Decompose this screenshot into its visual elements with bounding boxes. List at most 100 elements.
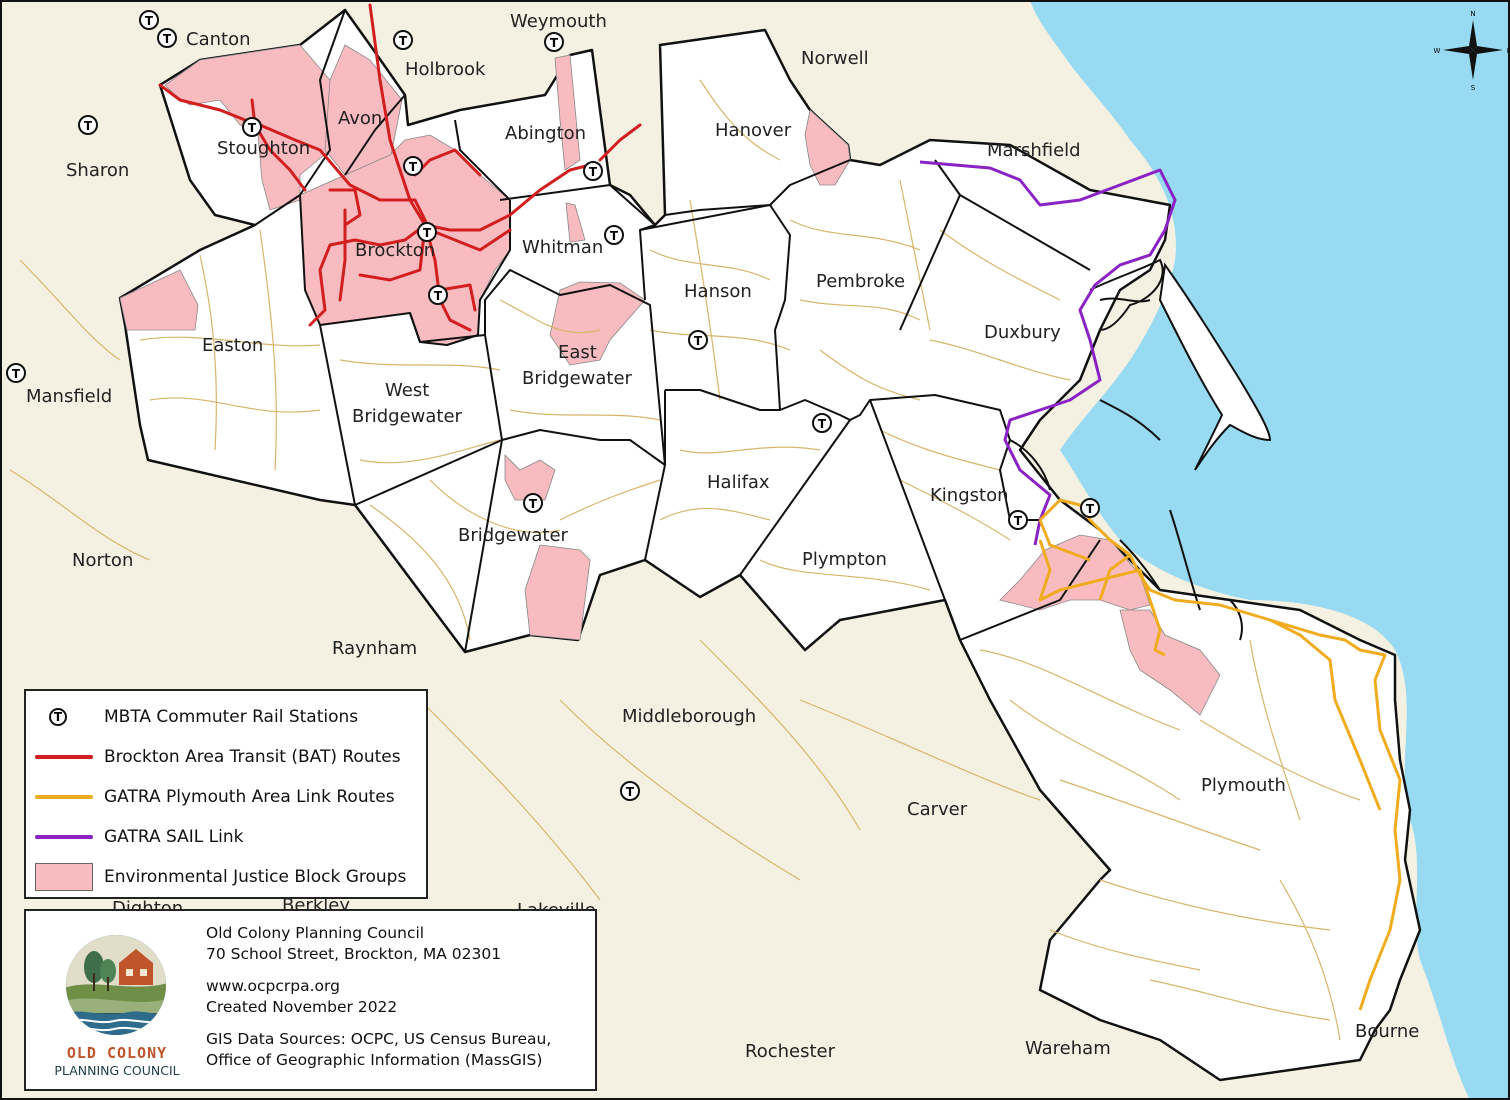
legend-label: Brockton Area Transit (BAT) Routes	[104, 747, 401, 767]
svg-text:S: S	[1471, 84, 1476, 92]
town-label: Easton	[202, 335, 263, 356]
bat-route-swatch	[35, 755, 93, 759]
org-name: Old Colony Planning Council	[206, 924, 425, 942]
svg-text:T: T	[694, 334, 703, 348]
town-label: Whitman	[522, 237, 603, 258]
svg-text:T: T	[248, 121, 257, 135]
logo-title: OLD COLONY	[66, 1044, 168, 1062]
gatra-sail-swatch	[35, 835, 93, 839]
town-label: Sharon	[66, 160, 129, 181]
town-label: Bridgewater	[458, 525, 569, 546]
town-label: Raynham	[332, 638, 417, 659]
ej-bw1	[504, 454, 556, 501]
station-icon: T	[688, 330, 708, 350]
svg-text:T: T	[818, 417, 827, 431]
town-label: East	[558, 342, 597, 363]
duxbury-beach	[1158, 262, 1272, 471]
ej-plymouth1	[999, 534, 1151, 611]
svg-text:T: T	[12, 367, 21, 381]
town-label: Holbrook	[405, 59, 486, 80]
town-label: Marshfield	[987, 140, 1081, 161]
legend-label: GATRA SAIL Link	[104, 827, 244, 847]
station-icon: T	[523, 493, 543, 513]
town-label: Canton	[186, 29, 251, 50]
created-date: Created November 2022	[206, 998, 398, 1016]
legend-label: MBTA Commuter Rail Stations	[104, 707, 359, 727]
compass-rose-icon: N S E W	[1434, 10, 1510, 92]
svg-text:T: T	[610, 229, 619, 243]
station-icon: T	[6, 363, 26, 383]
station-icon: T	[403, 156, 423, 176]
legend-item-gatra-plymouth: GATRA Plymouth Area Link Routes	[26, 782, 395, 812]
town-label: Carver	[907, 799, 968, 820]
ej-whitman	[565, 202, 586, 243]
mbta-station-icon: T	[49, 708, 67, 726]
ej-bw2	[524, 544, 591, 641]
gatra-sail-link	[919, 160, 1177, 546]
ej-hanover	[804, 109, 851, 186]
legend-item-gatra-sail: GATRA SAIL Link	[26, 822, 243, 852]
station-icon: T	[1080, 498, 1100, 518]
svg-text:W: W	[1434, 47, 1441, 55]
town-label: West	[385, 380, 429, 401]
svg-text:T: T	[1014, 514, 1023, 528]
town-label: Kingston	[930, 485, 1009, 506]
station-icon: T	[1008, 510, 1028, 530]
svg-text:T: T	[84, 119, 93, 133]
town-label: Wareham	[1025, 1038, 1111, 1059]
svg-text:T: T	[163, 32, 172, 46]
svg-text:T: T	[145, 14, 154, 28]
svg-text:T: T	[409, 160, 418, 174]
svg-text:T: T	[1086, 502, 1095, 516]
station-icon: T	[242, 117, 262, 137]
town-label: Norton	[72, 550, 133, 571]
town-label: Bridgewater	[352, 406, 463, 427]
town-label: Plympton	[802, 549, 887, 570]
svg-text:T: T	[626, 785, 635, 799]
mbta-stations: T T T T T T T T T T T T T T T T T T	[6, 10, 1100, 801]
station-icon: T	[583, 161, 603, 181]
town-label: Duxbury	[984, 322, 1061, 343]
legend-item-ej: Environmental Justice Block Groups	[26, 862, 406, 892]
data-sources-line1: GIS Data Sources: OCPC, US Census Bureau…	[206, 1030, 552, 1048]
svg-text:T: T	[589, 165, 598, 179]
town-label: Avon	[338, 108, 382, 129]
town-label: Weymouth	[510, 11, 607, 32]
credits-panel: OLD COLONY PLANNING COUNCIL Old Colony P…	[24, 909, 597, 1091]
town-label: Bridgewater	[522, 368, 633, 389]
legend-item-mbta: T MBTA Commuter Rail Stations	[26, 702, 358, 732]
ocpc-logo	[66, 935, 166, 1035]
svg-text:T: T	[434, 289, 443, 303]
town-label: Halifax	[707, 472, 770, 493]
svg-text:T: T	[399, 34, 408, 48]
map-legend: T MBTA Commuter Rail Stations Brockton A…	[24, 689, 428, 899]
town-label: Stoughton	[217, 138, 310, 159]
town-label: Hanson	[684, 281, 752, 302]
town-label: Mansfield	[26, 386, 112, 407]
ej-eb	[549, 281, 646, 366]
station-icon: T	[157, 28, 177, 48]
town-label: Abington	[505, 123, 586, 144]
ej-easton	[119, 269, 199, 331]
town-label: Rochester	[745, 1041, 836, 1062]
station-icon: T	[393, 30, 413, 50]
town-label: Middleborough	[622, 706, 756, 727]
town-boundaries	[254, 9, 1111, 871]
town-label: Brockton	[355, 240, 435, 261]
town-label: Bourne	[1355, 1021, 1419, 1042]
town-label: Norwell	[801, 48, 869, 69]
svg-text:T: T	[550, 36, 559, 50]
svg-text:T: T	[529, 497, 538, 511]
station-icon: T	[417, 222, 437, 242]
station-icon: T	[428, 285, 448, 305]
station-icon: T	[544, 32, 564, 52]
local-roads	[9, 79, 1361, 1041]
svg-text:N: N	[1470, 10, 1475, 18]
ej-abington	[554, 54, 581, 171]
town-label: Hanover	[715, 120, 792, 141]
gatra-plymouth-routes	[1038, 498, 1402, 1011]
station-icon: T	[620, 781, 640, 801]
gatra-plymouth-swatch	[35, 795, 93, 799]
town-labels: Canton Weymouth Holbrook Norwell Avon Ab…	[26, 11, 1419, 1062]
